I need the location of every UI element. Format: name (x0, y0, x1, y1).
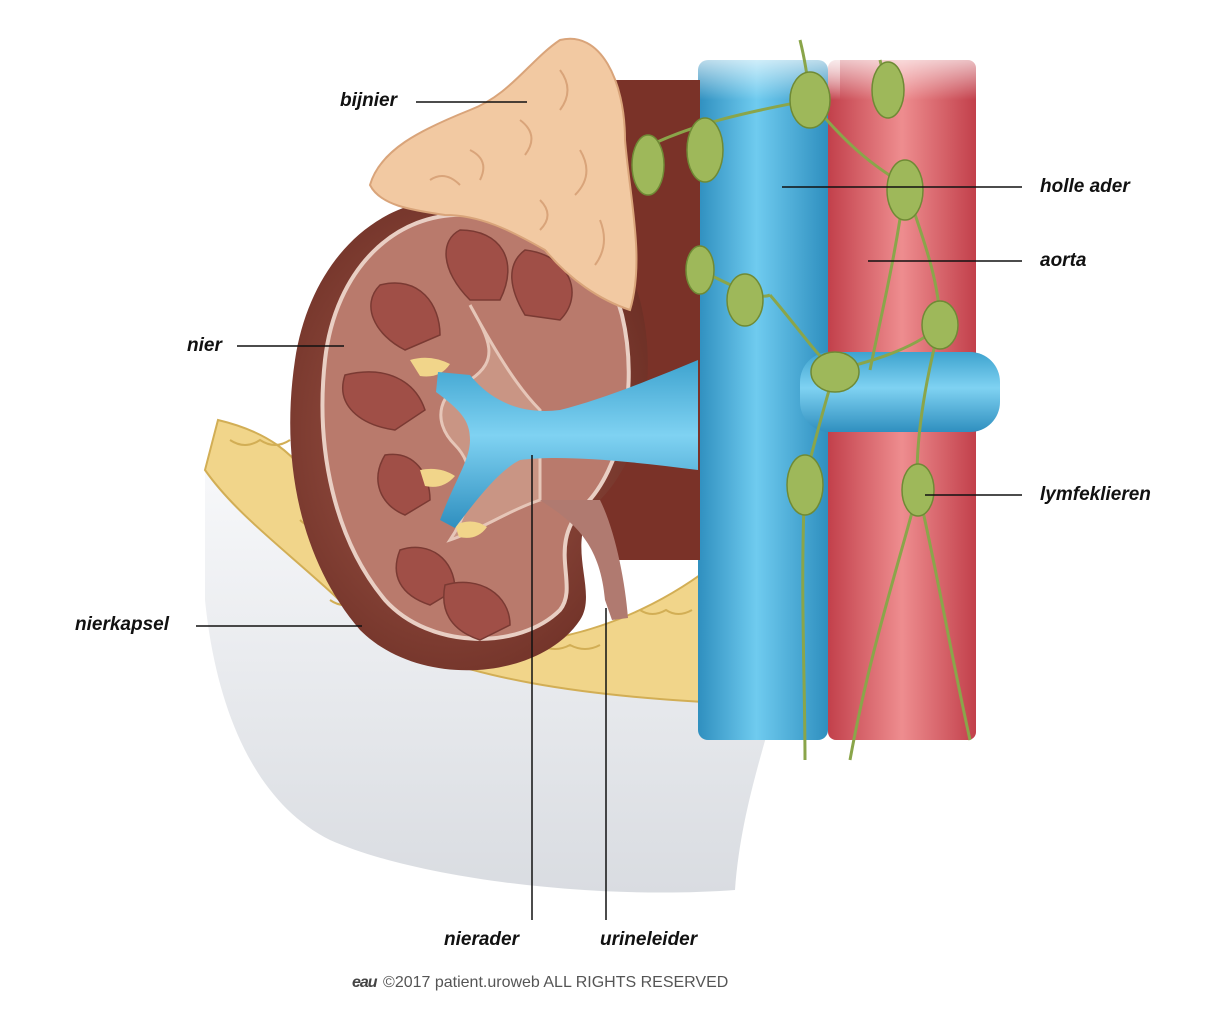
label-aorta: aorta (1040, 250, 1087, 271)
label-urineleider: urineleider (600, 929, 698, 950)
adrenal-gland (368, 37, 638, 312)
eau-logo: eau (352, 974, 378, 991)
ureter (540, 500, 628, 620)
label-holle-ader: holle ader (1040, 176, 1130, 197)
adrenal-texture (429, 69, 605, 266)
copyright-text: ©2017 patient.uroweb ALL RIGHTS RESERVED (383, 974, 729, 991)
copyright-footer: eau ©2017 patient.uroweb ALL RIGHTS RESE… (352, 974, 728, 992)
label-bijnier: bijnier (340, 90, 398, 111)
label-nierkapsel: nierkapsel (75, 614, 169, 635)
renal-vein (436, 360, 698, 528)
aorta-fade (820, 40, 990, 100)
lymph-nodes (631, 61, 959, 517)
peritoneum-shape (205, 470, 775, 893)
vena-cava-vessel (698, 60, 828, 740)
leader-lines (196, 101, 1022, 920)
label-lymfeklieren: lymfeklieren (1040, 484, 1151, 505)
label-nierader: nierader (444, 929, 519, 950)
label-nier: nier (187, 335, 222, 356)
